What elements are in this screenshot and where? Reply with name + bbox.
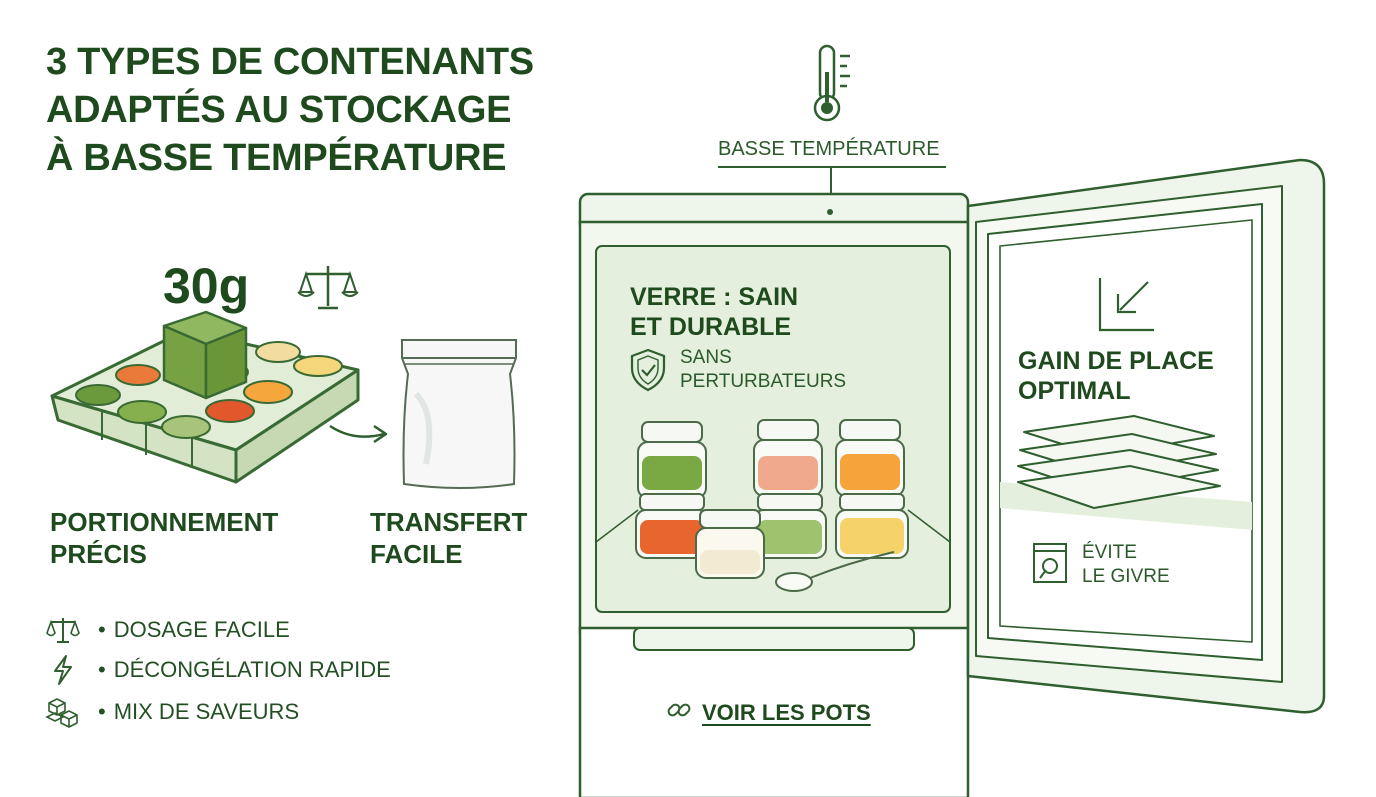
compress-icon [1094,274,1158,336]
glass-badge-line-1: SANS [680,347,732,368]
freezer-note-line-2: LE GIVRE [1082,566,1170,587]
benefit-label: DÉCONGÉLATION RAPIDE [98,657,391,683]
scale-icon [296,262,360,312]
tray-heading-line-2: PRÉCIS [50,539,147,569]
link-icon [666,697,692,728]
title-line-3: À BASSE TEMPÉRATURE [46,137,507,179]
bag-heading: TRANSFERT FACILE [370,506,527,570]
cubes-icon [45,697,80,728]
benefit-item: MIX DE SAVEURS [45,696,299,728]
glass-badge: SANS PERTURBATEURS [680,346,846,394]
freezer-heading: GAIN DE PLACE OPTIMAL [1018,346,1214,406]
see-jars-link[interactable]: VOIR LES POTS [666,697,871,728]
arrow-icon [326,420,390,450]
weight-label: 30g [163,258,250,314]
glass-heading-line-1: VERRE : SAIN [630,283,799,311]
lightning-icon [46,655,80,685]
freezer-bag [396,334,522,494]
jar [637,421,707,499]
page-title: 3 TYPES DE CONTENANTS ADAPTÉS AU STOCKAG… [46,38,606,182]
jar [835,493,909,559]
scale-icon [46,615,80,645]
see-jars-link-label[interactable]: VOIR LES POTS [702,699,871,725]
title-line-2: ADAPTÉS AU STOCKAGE [46,89,512,131]
jar [835,419,905,497]
temperature-underline [718,166,946,168]
glass-badge-line-2: PERTURBATEURS [680,371,847,392]
freezer-heading-line-2: OPTIMAL [1018,377,1131,405]
temperature-label: BASSE TEMPÉRATURE [718,138,940,160]
benefit-label: MIX DE SAVEURS [98,699,299,725]
spoon [775,551,895,592]
freezer-note-line-1: ÉVITE [1082,542,1137,563]
freezer-heading-line-1: GAIN DE PLACE [1018,347,1214,375]
glass-heading-line-2: ET DURABLE [630,313,792,341]
jar [753,419,823,497]
tray-heading-line-1: PORTIONNEMENT [50,507,279,537]
benefit-item: DÉCONGÉLATION RAPIDE [46,654,391,686]
bag-heading-line-1: TRANSFERT [370,507,528,537]
ice-cube-tray [46,300,366,500]
freezer-note: ÉVITE LE GIVRE [1082,541,1170,589]
jar [695,509,765,579]
glass-jars [630,410,910,600]
stacked-bags [1014,412,1224,516]
thermometer-icon [800,42,860,126]
benefit-item: DOSAGE FACILE [46,614,290,646]
frost-bag-icon [1030,540,1070,586]
bag-heading-line-2: FACILE [370,539,463,569]
title-line-1: 3 TYPES DE CONTENANTS [46,41,534,83]
tray-heading: PORTIONNEMENT PRÉCIS [50,506,278,570]
temperature-connector [830,168,832,208]
shield-check-icon [628,348,668,392]
glass-heading: VERRE : SAIN ET DURABLE [630,282,798,342]
benefit-label: DOSAGE FACILE [98,617,290,643]
jar [753,493,827,559]
